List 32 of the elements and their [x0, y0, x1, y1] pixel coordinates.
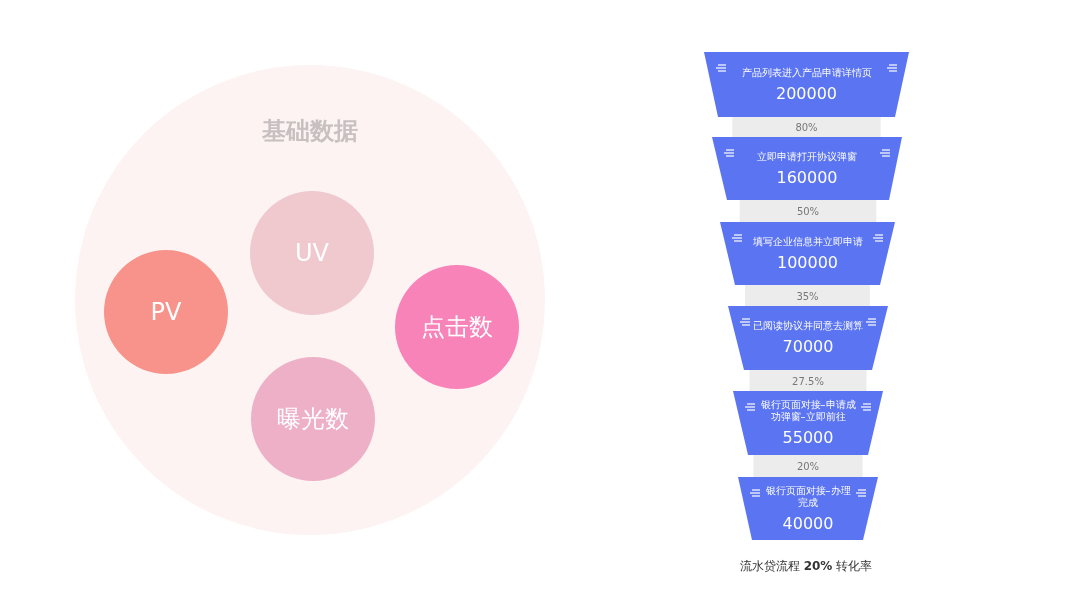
funnel-stage — [704, 52, 909, 117]
connector-band — [749, 370, 867, 391]
stage-value: 55000 — [782, 428, 834, 447]
edge-label: 20% — [794, 460, 822, 472]
stage-value: 160000 — [776, 167, 838, 187]
stage-title: 银行页面对接–申请成功弹窗–立即前往 — [759, 399, 857, 423]
stage-value: 70000 — [782, 337, 834, 356]
circle-label: 点击数 — [421, 312, 493, 343]
funnel-stage — [712, 137, 902, 200]
stage-title: 产品列表进入产品申请详情页 — [741, 66, 872, 79]
stage-value: 100000 — [776, 252, 839, 272]
edge-label: 27.5% — [790, 375, 826, 386]
funnel-stage — [728, 306, 888, 370]
connector-band — [753, 455, 863, 477]
stage-title: 已阅读协议并同意去测算 — [753, 320, 863, 332]
stage-title: 填写企业信息并立即申请 — [752, 235, 863, 248]
caption: 流水贷流程 20% 转化率 — [738, 558, 874, 575]
funnel-stage — [733, 391, 883, 455]
stage-value: 200000 — [775, 83, 838, 103]
connector-band — [745, 285, 870, 306]
edge-label: 35% — [794, 290, 821, 301]
circle-label: 曝光数 — [277, 404, 349, 435]
stage-title: 立即申请打开协议弹窗 — [757, 150, 857, 163]
connector-band — [732, 117, 881, 137]
funnel-stage — [720, 222, 895, 285]
edge-label: 50% — [794, 205, 822, 217]
funnel-stage — [738, 477, 878, 540]
edge-label: 80% — [793, 121, 820, 133]
connector-band — [739, 200, 877, 222]
circle-label: PV — [150, 298, 182, 326]
stage-title: 银行页面对接–办理完成 — [764, 484, 852, 509]
stage-value: 40000 — [782, 513, 834, 533]
